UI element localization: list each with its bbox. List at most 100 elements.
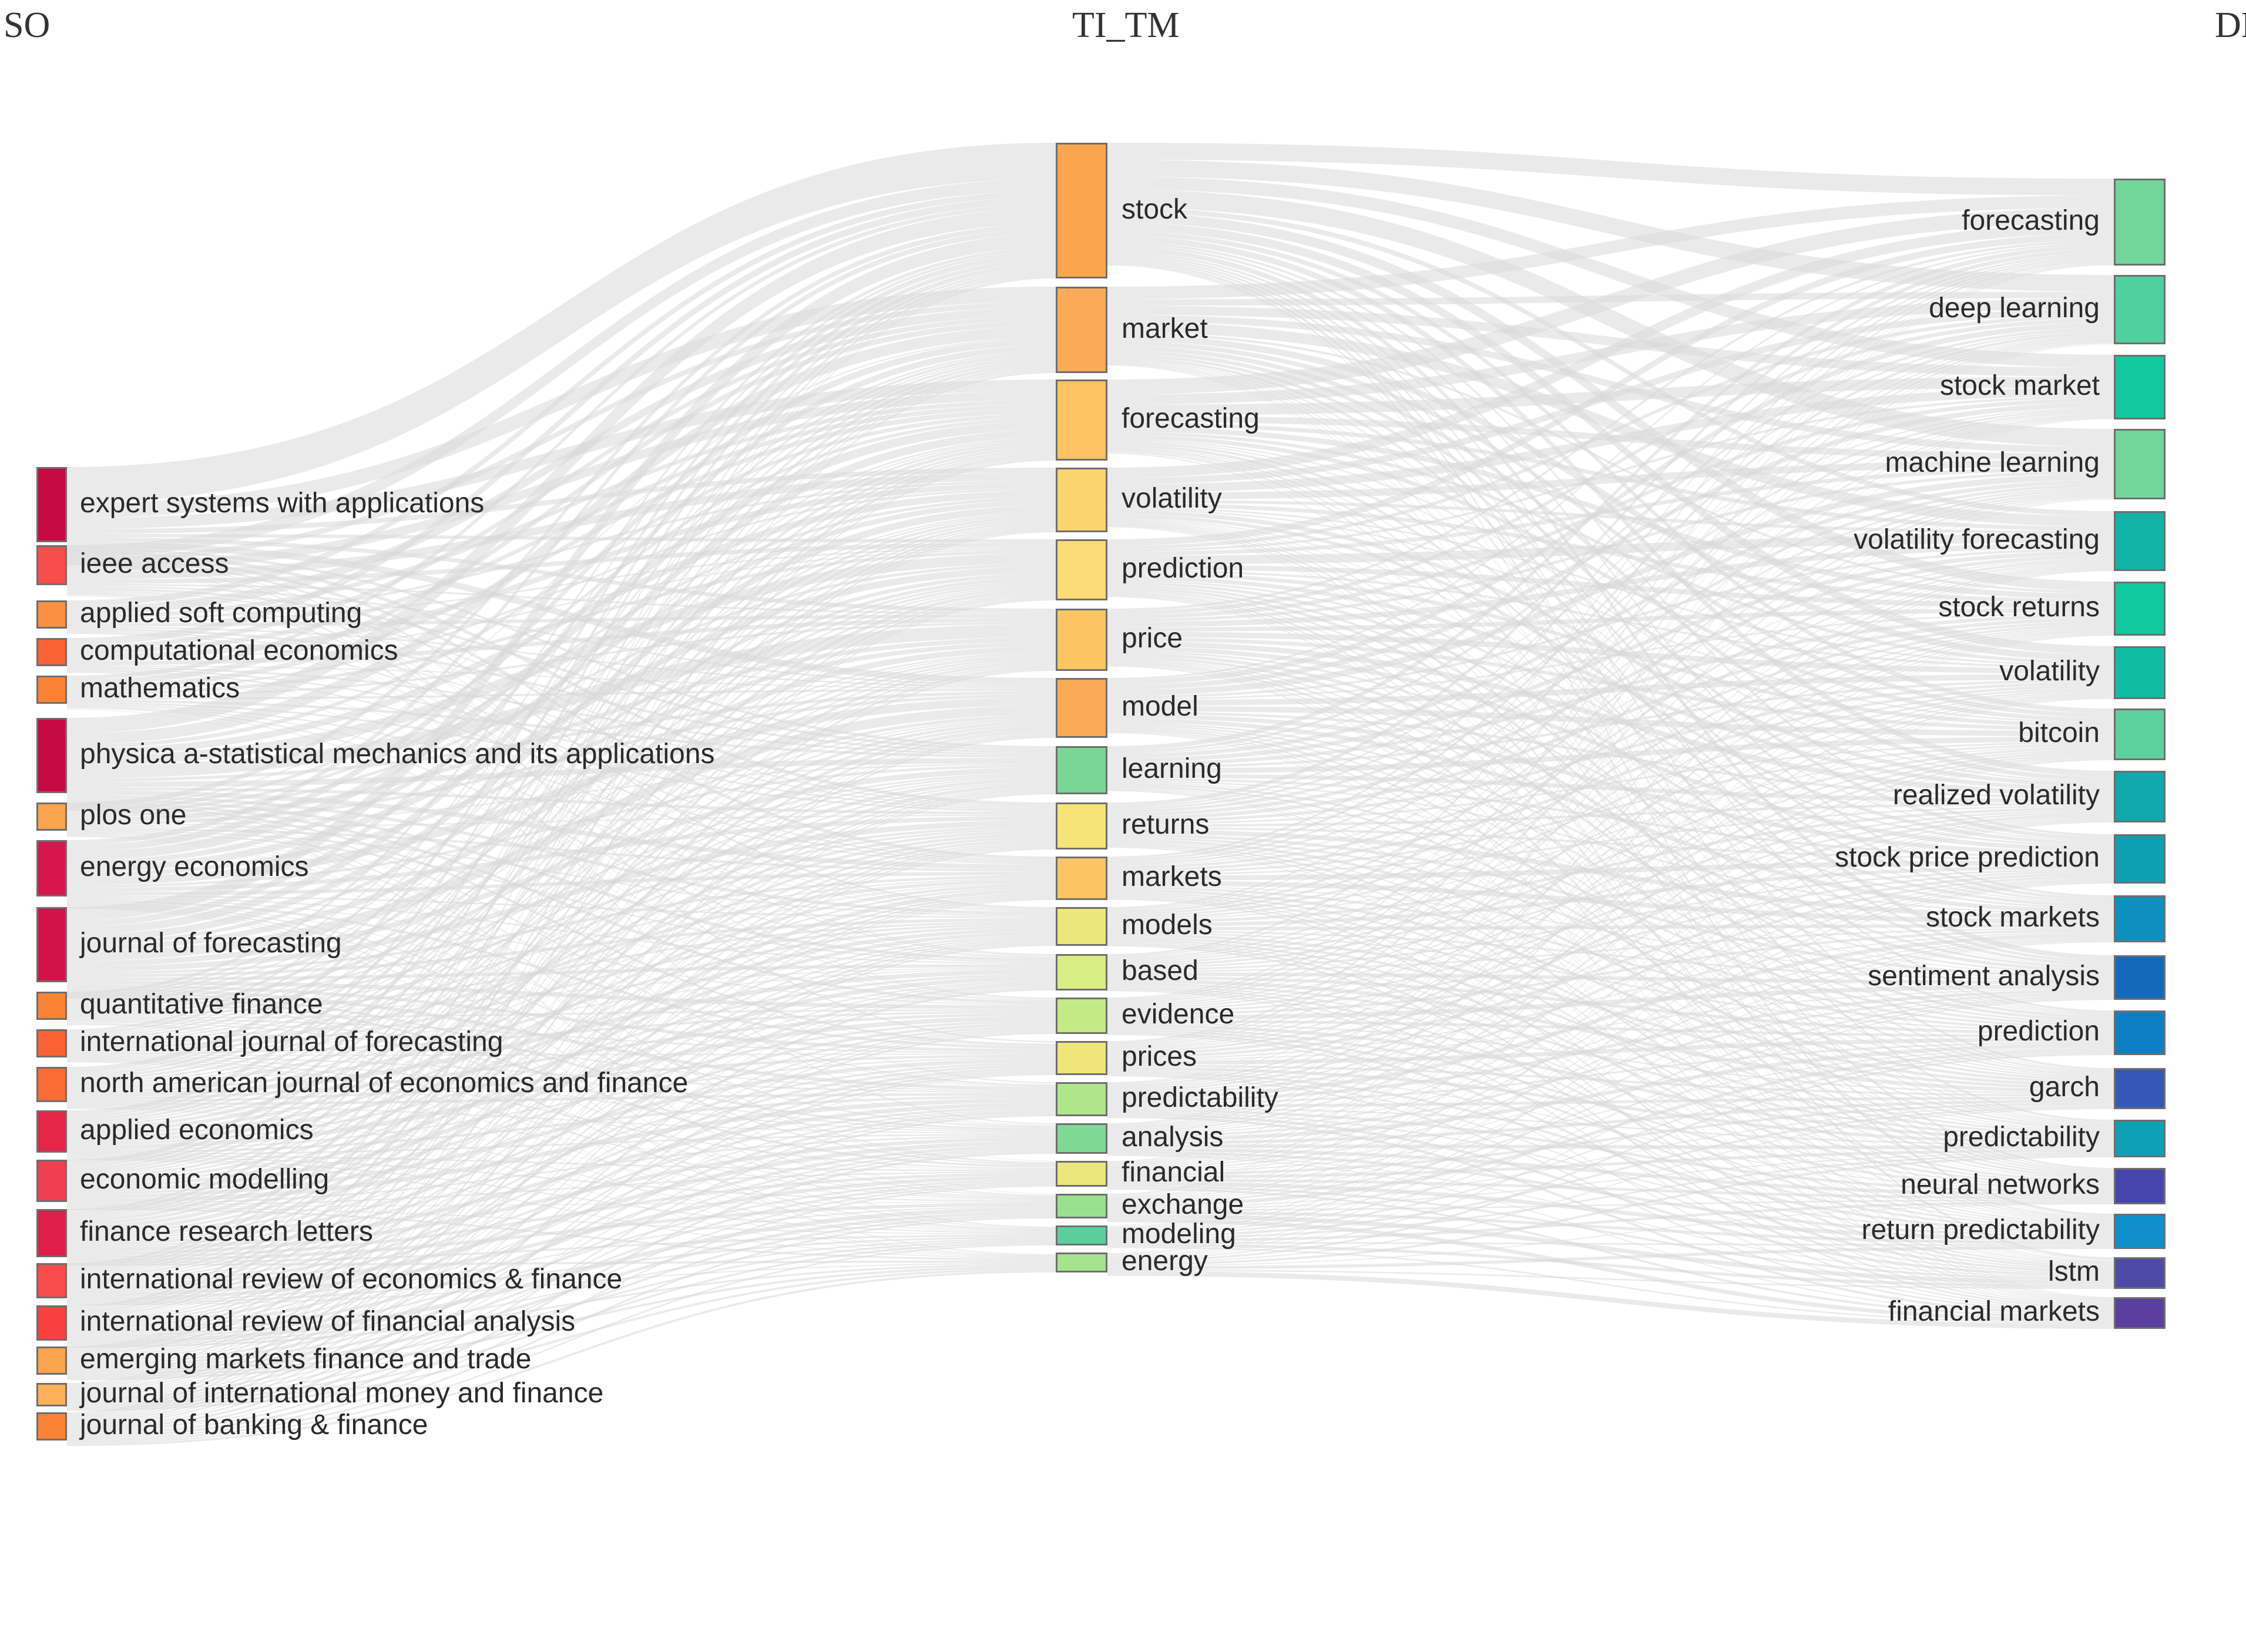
sankey-node[interactable] [36, 1029, 67, 1057]
sankey-node-label: predictability [1943, 1122, 2100, 1153]
sankey-link [1107, 679, 2114, 769]
sankey-node[interactable] [36, 1209, 67, 1257]
sankey-node[interactable] [2114, 179, 2166, 266]
sankey-node[interactable] [2114, 1120, 2166, 1157]
sankey-node[interactable] [1056, 380, 1107, 461]
sankey-link [1107, 694, 2114, 1090]
sankey-node[interactable] [2114, 1257, 2166, 1289]
sankey-link [1107, 931, 2114, 1060]
sankey-node-label: expert systems with applications [80, 488, 485, 519]
sankey-link [1107, 627, 2114, 1006]
sankey-link [1107, 251, 2114, 1013]
sankey-node[interactable] [36, 803, 67, 831]
sankey-node[interactable] [1056, 1225, 1107, 1245]
sankey-node[interactable] [1056, 1123, 1107, 1154]
sankey-node[interactable] [2114, 895, 2166, 942]
sankey-node[interactable] [1056, 857, 1107, 900]
sankey-node[interactable] [2114, 646, 2166, 699]
sankey-node[interactable] [1056, 678, 1107, 738]
sankey-link [1107, 632, 2114, 674]
axis-label-so: SO [4, 5, 51, 45]
sankey-link [1107, 781, 2114, 975]
sankey-link [67, 513, 1056, 1038]
sankey-node[interactable] [1056, 539, 1107, 600]
sankey-node[interactable] [36, 1263, 67, 1298]
sankey-node[interactable] [2114, 1297, 2166, 1329]
sankey-link [1107, 589, 2114, 1076]
sankey-node-label: models [1122, 909, 1213, 941]
sankey-node[interactable] [1056, 1082, 1107, 1116]
sankey-link [1107, 706, 2114, 737]
sankey-link [1107, 338, 2114, 1045]
sankey-link [67, 338, 1056, 852]
sankey-node[interactable] [1056, 1253, 1107, 1272]
sankey-link [1107, 354, 2114, 901]
sankey-node[interactable] [1056, 1194, 1107, 1218]
sankey-node[interactable] [1056, 143, 1107, 278]
sankey-node[interactable] [1056, 907, 1107, 946]
sankey-node[interactable] [36, 1305, 67, 1341]
sankey-node[interactable] [36, 840, 67, 896]
sankey-node-label: international journal of forecasting [80, 1026, 503, 1057]
sankey-node[interactable] [36, 638, 67, 666]
sankey-node[interactable] [1056, 609, 1107, 671]
sankey-node-label: forecasting [1122, 403, 1260, 434]
sankey-link [67, 709, 1056, 1126]
sankey-node[interactable] [2114, 1068, 2166, 1109]
sankey-node[interactable] [2114, 355, 2166, 419]
sankey-node[interactable] [36, 992, 67, 1020]
sankey-link [1107, 933, 2114, 1100]
sankey-node-label: prediction [1122, 553, 1244, 584]
sankey-node[interactable] [36, 718, 67, 793]
sankey-node[interactable] [1056, 998, 1107, 1034]
sankey-node[interactable] [2114, 511, 2166, 571]
sankey-node[interactable] [1056, 1161, 1107, 1187]
sankey-node[interactable] [1056, 1041, 1107, 1075]
sankey-node[interactable] [2114, 429, 2166, 499]
sankey-node-label: neural networks [1901, 1169, 2100, 1200]
sankey-node[interactable] [2114, 1010, 2166, 1055]
sankey-node[interactable] [2114, 771, 2166, 822]
sankey-node[interactable] [36, 467, 67, 542]
sankey-node[interactable] [36, 907, 67, 982]
sankey-node-label: market [1122, 313, 1208, 344]
sankey-node-label: stock market [1939, 370, 2100, 401]
sankey-link [1107, 718, 2114, 914]
sankey-node[interactable] [36, 1067, 67, 1102]
sankey-node[interactable] [36, 1412, 67, 1441]
sankey-link [1107, 982, 2114, 1139]
sankey-node[interactable] [2114, 1168, 2166, 1204]
sankey-node[interactable] [36, 676, 67, 704]
sankey-link [1107, 337, 2114, 1001]
sankey-link [1107, 362, 2114, 1171]
sankey-node[interactable] [1056, 287, 1107, 373]
sankey-node-label: machine learning [1885, 447, 2100, 478]
sankey-node-label: plos one [80, 800, 187, 831]
sankey-node[interactable] [2114, 709, 2166, 760]
sankey-node[interactable] [2114, 275, 2166, 344]
sankey-link [1107, 870, 2114, 1013]
sankey-node-label: journal of international money and finan… [80, 1378, 604, 1409]
sankey-node[interactable] [2114, 834, 2166, 884]
sankey-node-label: model [1122, 691, 1198, 722]
sankey-node[interactable] [1056, 954, 1107, 990]
sankey-node[interactable] [1056, 803, 1107, 849]
sankey-node[interactable] [36, 1110, 67, 1153]
sankey-node-label: economic modelling [80, 1164, 330, 1195]
sankey-node[interactable] [2114, 1214, 2166, 1249]
sankey-node[interactable] [2114, 955, 2166, 1000]
sankey-link [67, 704, 1056, 865]
sankey-link [1107, 415, 2114, 1046]
sankey-link [67, 879, 1056, 1050]
sankey-node[interactable] [36, 1160, 67, 1202]
sankey-link [1107, 412, 2114, 911]
sankey-node[interactable] [36, 600, 67, 629]
sankey-node[interactable] [36, 1347, 67, 1375]
sankey-node[interactable] [2114, 582, 2166, 636]
sankey-node-label: volatility forecasting [1854, 524, 2100, 555]
axis-label-de: DE [2215, 5, 2246, 45]
sankey-node[interactable] [36, 1383, 67, 1406]
sankey-node[interactable] [1056, 468, 1107, 532]
sankey-node[interactable] [36, 545, 67, 585]
sankey-node[interactable] [1056, 746, 1107, 794]
